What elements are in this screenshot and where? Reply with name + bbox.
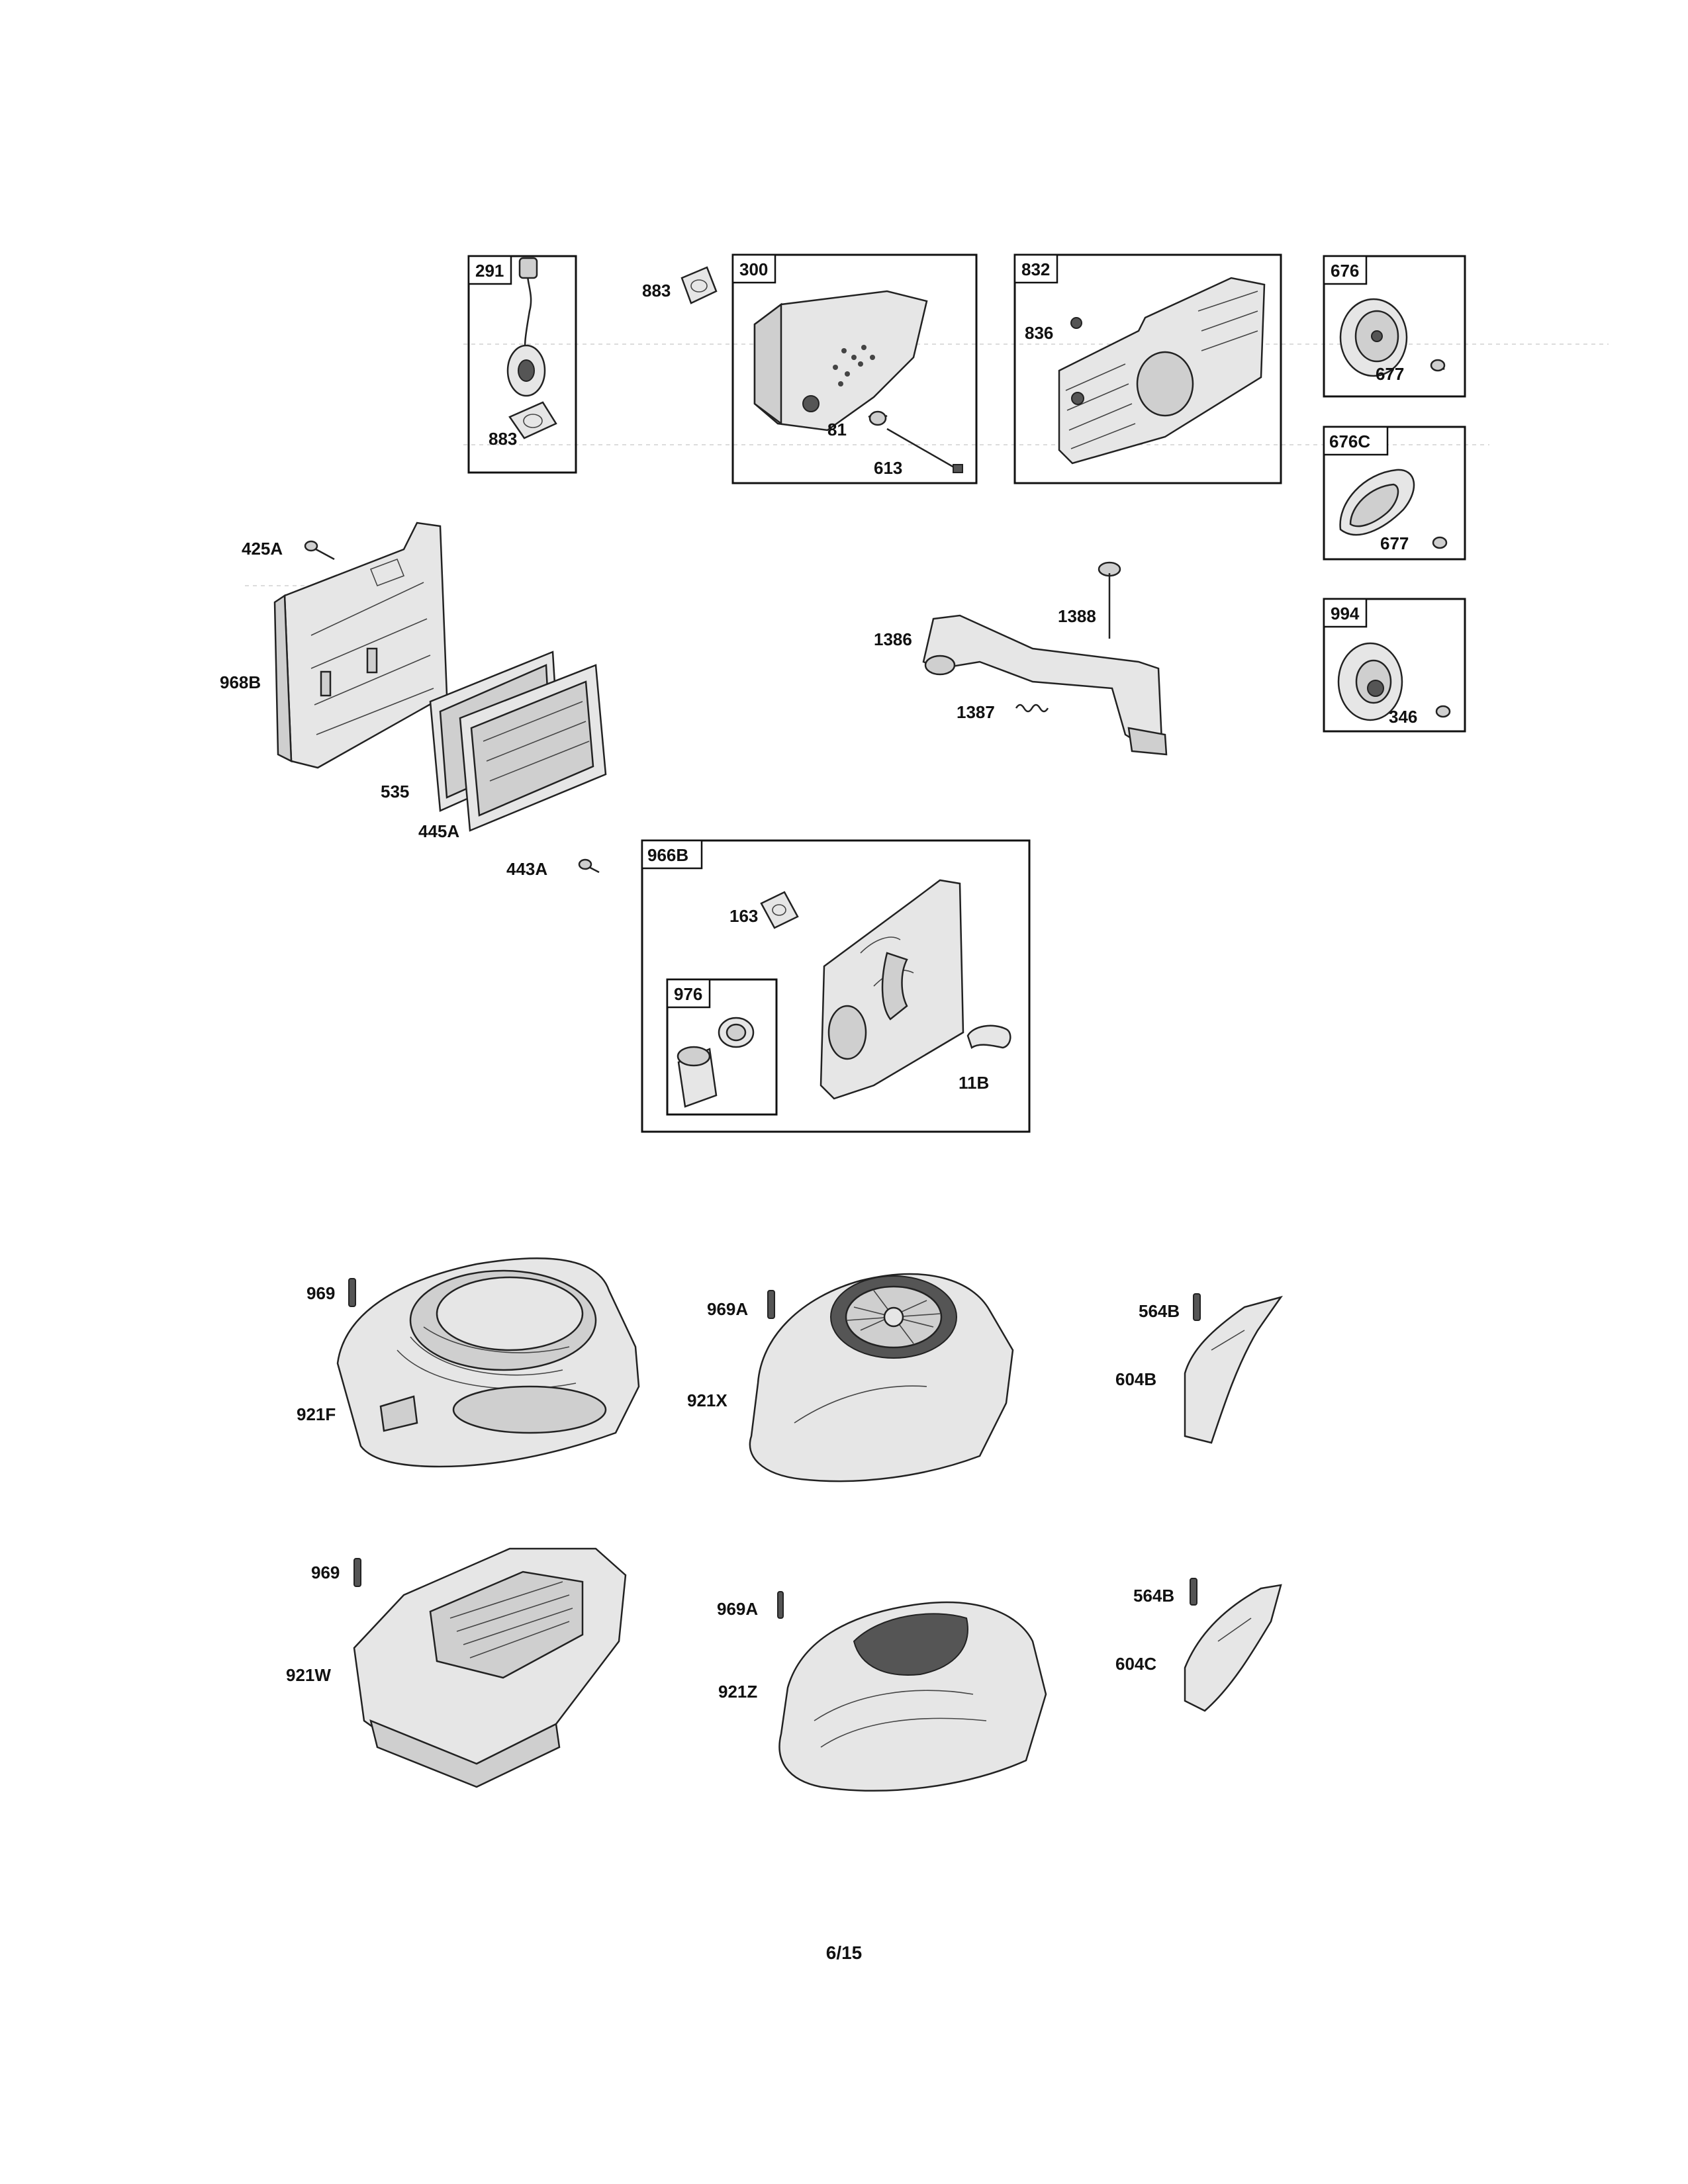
label-81: 81: [827, 420, 847, 439]
label-883-lower: 883: [489, 429, 517, 449]
label-921w: 921W: [286, 1665, 331, 1685]
bracket-1386-drawing: [922, 614, 1168, 756]
label-921z: 921Z: [718, 1682, 757, 1702]
label-677-bottom: 677: [1380, 533, 1409, 553]
box-291[interactable]: 291: [467, 255, 577, 474]
blower-housing-921w-drawing: [353, 1547, 627, 1788]
label-604b: 604B: [1115, 1369, 1156, 1389]
screw-969a-icon: [777, 1591, 784, 1619]
label-163: 163: [729, 906, 758, 926]
box-300-label: 300: [739, 259, 768, 279]
screw-969-icon: [353, 1558, 361, 1587]
screw-443a-icon: [578, 858, 600, 874]
label-445a: 445A: [418, 821, 459, 841]
label-443a: 443A: [506, 859, 547, 879]
box-994[interactable]: 994: [1323, 598, 1466, 733]
label-969a-bottom: 969A: [717, 1599, 758, 1619]
label-425a: 425A: [242, 539, 283, 559]
box-966b[interactable]: 966B: [641, 839, 1031, 1133]
box-676c[interactable]: 676C: [1323, 426, 1466, 561]
filter-445a-drawing: [459, 664, 607, 832]
shield-604c-drawing: [1184, 1584, 1282, 1712]
label-921f: 921F: [297, 1404, 336, 1424]
label-564b-bottom: 564B: [1133, 1586, 1174, 1606]
label-969-top: 969: [306, 1283, 335, 1303]
label-1388: 1388: [1058, 606, 1096, 626]
screw-969a-icon: [767, 1290, 775, 1319]
label-969a-top: 969A: [707, 1299, 748, 1319]
label-613: 613: [874, 458, 902, 478]
box-832[interactable]: 832: [1013, 253, 1282, 484]
box-832-label: 832: [1021, 259, 1050, 279]
box-994-label: 994: [1331, 604, 1360, 623]
label-346: 346: [1389, 707, 1417, 727]
blower-housing-921z-drawing: [778, 1601, 1047, 1792]
box-976[interactable]: 976: [666, 978, 778, 1116]
box-676[interactable]: 676: [1323, 255, 1466, 398]
page-number: 6/15: [826, 1942, 863, 1963]
blower-housing-921f-drawing: [336, 1257, 640, 1468]
hose-11b-drawing: [966, 1024, 1011, 1049]
box-291-label: 291: [475, 261, 504, 281]
label-969-bottom: 969: [311, 1563, 340, 1582]
gasket-163-drawing: [760, 891, 799, 929]
air-cleaner-base-drawing: [273, 522, 448, 769]
gasket-883-drawing: [508, 401, 557, 439]
box-976-label: 976: [674, 984, 702, 1004]
screw-564b-icon: [1193, 1293, 1201, 1321]
label-921x: 921X: [687, 1390, 727, 1410]
label-564b-top: 564B: [1139, 1301, 1180, 1321]
screw-425a-icon: [304, 540, 335, 561]
label-836: 836: [1025, 323, 1053, 343]
label-604c: 604C: [1115, 1654, 1156, 1674]
box-966b-label: 966B: [647, 845, 688, 865]
bolt-1388-icon: [1098, 561, 1121, 639]
box-676c-label: 676C: [1329, 432, 1370, 451]
shield-604b-drawing: [1184, 1295, 1284, 1444]
label-883-upper: 883: [642, 281, 671, 300]
screw-969-icon: [348, 1278, 356, 1307]
spring-1387-icon: [1015, 704, 1049, 713]
gasket-883-icon: [680, 266, 718, 304]
label-535: 535: [381, 782, 409, 801]
box-300[interactable]: 300: [731, 253, 978, 484]
label-1386: 1386: [874, 629, 912, 649]
label-11b: 11B: [959, 1073, 989, 1093]
label-1387: 1387: [957, 702, 995, 722]
label-677-top: 677: [1376, 364, 1404, 384]
label-968b: 968B: [220, 672, 261, 692]
box-676-label: 676: [1331, 261, 1359, 281]
screw-564b-icon: [1190, 1578, 1197, 1606]
muffler-drawing: [753, 290, 928, 432]
blower-housing-921x-drawing: [749, 1273, 1014, 1482]
